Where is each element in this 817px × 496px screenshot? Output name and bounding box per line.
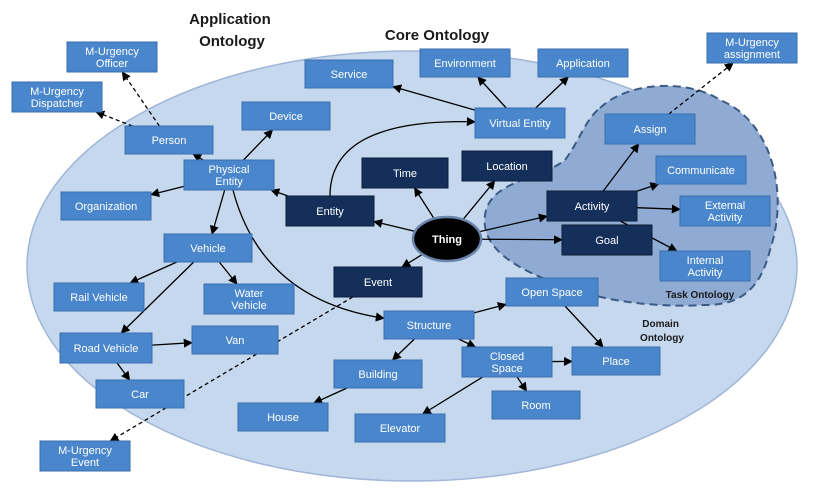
node-place-label: Place <box>602 356 630 368</box>
node-m-urgency-dispatcher-label: M-Urgency <box>30 86 84 98</box>
node-external-activity-label: External <box>705 200 745 212</box>
node-environment-label: Environment <box>434 58 496 70</box>
node-m-urgency-event-label: M-Urgency <box>58 445 112 457</box>
node-internal-activity-label: Activity <box>688 267 723 279</box>
node-m-urgency-dispatcher-label: Dispatcher <box>31 98 84 110</box>
node-structure-label: Structure <box>407 320 452 332</box>
application-ontology-title: Application Ontology <box>189 11 275 50</box>
node-m-urgency-assignment-label: M-Urgency <box>725 37 779 49</box>
node-goal-label: Goal <box>595 235 618 247</box>
node-person-label: Person <box>152 135 187 147</box>
node-physical-entity-label: Entity <box>215 176 243 188</box>
node-car-label: Car <box>131 389 149 401</box>
application-ontology-title-line-1: Application <box>189 11 271 28</box>
node-location-label: Location <box>486 161 528 173</box>
node-activity: Activity <box>547 191 637 221</box>
node-event: Event <box>334 267 422 297</box>
node-location: Location <box>462 151 552 181</box>
node-internal-activity-label: Internal <box>687 255 724 267</box>
node-application-label: Application <box>556 58 610 70</box>
node-time-label: Time <box>393 168 417 180</box>
node-communicate-label: Communicate <box>667 165 735 177</box>
node-service-label: Service <box>331 69 368 81</box>
node-virtual-entity: Virtual Entity <box>475 108 565 138</box>
node-room: Room <box>492 391 580 419</box>
node-room-label: Room <box>521 400 550 412</box>
node-road-vehicle: Road Vehicle <box>60 333 152 363</box>
node-person: Person <box>125 126 213 154</box>
node-communicate: Communicate <box>656 156 746 184</box>
node-car: Car <box>96 380 184 408</box>
node-time: Time <box>362 158 448 188</box>
node-physical-entity-label: Physical <box>209 164 250 176</box>
node-open-space: Open Space <box>506 278 598 306</box>
node-assign-label: Assign <box>633 124 666 136</box>
node-m-urgency-officer-label: M-Urgency <box>85 46 139 58</box>
node-device: Device <box>242 102 330 130</box>
node-van: Van <box>192 326 278 354</box>
node-organization: Organization <box>61 192 151 220</box>
node-van-label: Van <box>226 335 245 347</box>
node-building: Building <box>334 360 422 388</box>
node-environment: Environment <box>420 49 510 77</box>
node-vehicle: Vehicle <box>164 234 252 262</box>
core-ontology-title: Core Ontology <box>385 27 490 44</box>
node-elevator: Elevator <box>355 414 445 442</box>
node-rail-vehicle: Rail Vehicle <box>54 283 144 311</box>
task-ontology-title: Task Ontology <box>666 290 735 301</box>
edge-thing-to-goal <box>481 239 562 240</box>
node-event-label: Event <box>364 277 392 289</box>
node-m-urgency-assignment-label: assignment <box>724 49 780 61</box>
node-organization-label: Organization <box>75 201 137 213</box>
node-structure: Structure <box>384 311 474 339</box>
node-closed-space-label: Closed <box>490 351 524 363</box>
node-virtual-entity-label: Virtual Entity <box>489 118 551 130</box>
node-vehicle-label: Vehicle <box>190 243 225 255</box>
domain-ontology-title-line-2: Ontology <box>640 333 684 344</box>
node-house-label: House <box>267 412 299 424</box>
node-building-label: Building <box>358 369 397 381</box>
node-goal: Goal <box>562 225 652 255</box>
node-elevator-label: Elevator <box>380 423 421 435</box>
application-ontology-title-line-2: Ontology <box>199 33 265 50</box>
node-external-activity-label: Activity <box>708 212 743 224</box>
node-m-urgency-event-label: Event <box>71 457 99 469</box>
node-place: Place <box>572 347 660 375</box>
node-activity-label: Activity <box>575 201 610 213</box>
node-service: Service <box>305 60 393 88</box>
node-m-urgency-officer-label: Officer <box>96 58 129 70</box>
node-assign: Assign <box>605 114 695 144</box>
node-device-label: Device <box>269 111 303 123</box>
node-rail-vehicle-label: Rail Vehicle <box>70 292 127 304</box>
node-open-space-label: Open Space <box>521 287 582 299</box>
node-house: House <box>238 403 328 431</box>
node-thing-label: Thing <box>432 234 462 246</box>
node-entity: Entity <box>286 196 374 226</box>
domain-ontology-title-line-1: Domain <box>642 319 679 330</box>
node-entity-label: Entity <box>316 206 344 218</box>
node-application: Application <box>538 49 628 77</box>
node-closed-space-label: Space <box>491 363 522 375</box>
node-water-vehicle-label: Vehicle <box>231 300 266 312</box>
node-water-vehicle-label: Water <box>235 288 264 300</box>
node-thing: Thing <box>413 217 481 261</box>
node-road-vehicle-label: Road Vehicle <box>74 343 139 355</box>
